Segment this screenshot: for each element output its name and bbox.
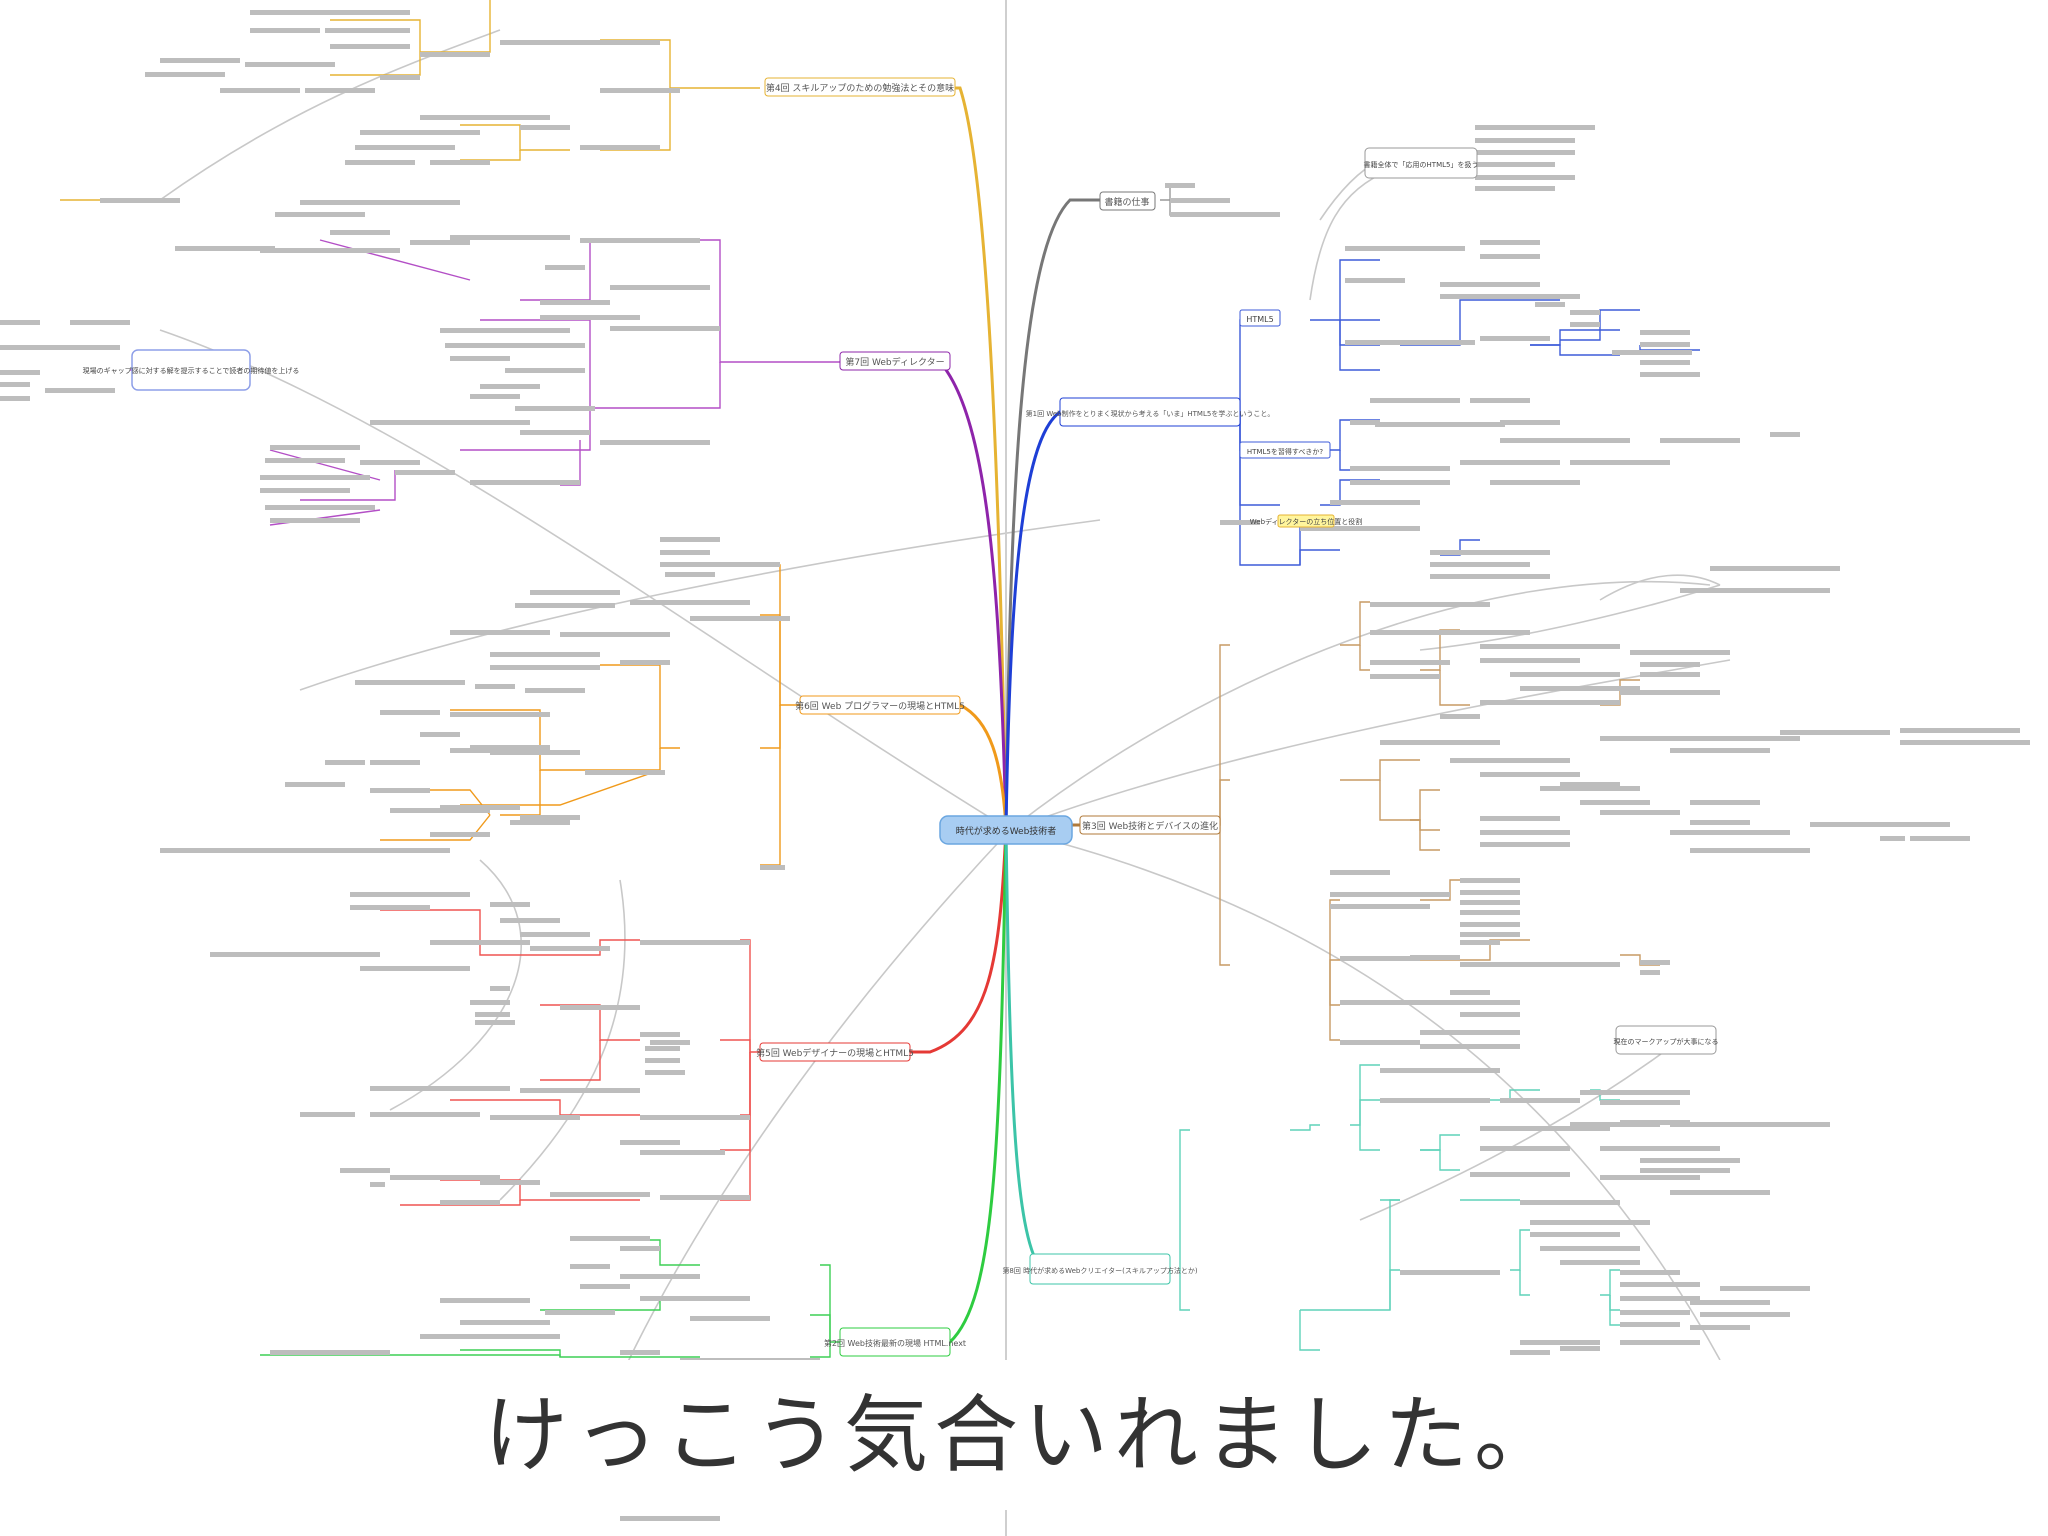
branch-label-red[interactable]: 第5回 Webデザイナーの現場とHTML5 [756,1042,914,1062]
branch-label-brown[interactable]: 第3回 Web技術とデバイスの進化 [1079,815,1221,835]
svg-text:HTML5: HTML5 [1246,315,1273,324]
note-book[interactable]: 書籍全体で「応用のHTML5」を扱う [1364,147,1479,179]
main-branches [905,86,1100,1344]
branch-label-green[interactable]: 第2回 Web技術最新の現場 HTML.next [824,1327,966,1357]
branch-label-yellow[interactable]: 第4回 スキルアップのための勉強法とその意味 [764,77,956,97]
svg-text:HTML5を習得すべきか?: HTML5を習得すべきか? [1247,447,1323,456]
green-subtree [260,1239,840,1358]
teal-subtree [1179,1064,1620,1351]
branch-label-blue[interactable]: 第1回 Web制作をとりまく現状から考える「いま」HTML5を学ぶということ。 [1026,397,1275,427]
svg-text:第3回 Web技術とデバイスの進化: 第3回 Web技術とデバイスの進化 [1082,820,1218,832]
svg-text:第6回 Web プログラマーの現場とHTML5: 第6回 Web プログラマーの現場とHTML5 [795,700,965,712]
svg-text:書籍全体で「応用のHTML5」を扱う: 書籍全体で「応用のHTML5」を扱う [1364,160,1479,169]
svg-text:第2回 Web技術最新の現場 HTML.next: 第2回 Web技術最新の現場 HTML.next [824,1338,966,1348]
note-yellow-highlight[interactable]: Webディレクターの立ち位置と役割 [1250,514,1363,528]
note-markup[interactable]: 現在のマークアップが大事になる [1614,1025,1719,1055]
svg-text:時代が求めるWeb技術者: 時代が求めるWeb技術者 [956,825,1057,837]
slide-caption: けっこう気合いれました。 [0,1360,2048,1510]
root-node[interactable]: 時代が求めるWeb技術者 [939,815,1073,845]
svg-text:現在のマークアップが大事になる: 現在のマークアップが大事になる [1614,1037,1719,1046]
note-html5-learn[interactable]: HTML5を習得すべきか? [1239,441,1331,459]
branch-label-gray[interactable]: 書籍の仕事 [1099,191,1156,211]
svg-text:書籍の仕事: 書籍の仕事 [1104,196,1149,208]
branch-label-purple[interactable]: 第7回 Webディレクター [839,351,951,371]
branch-label-teal[interactable]: 第8回 時代が求めるWebクリエイター(スキルアップ方法とか) [1002,1253,1198,1285]
svg-text:第8回 時代が求めるWebクリエイター(スキルアップ方法とか: 第8回 時代が求めるWebクリエイター(スキルアップ方法とか) [1002,1266,1197,1275]
note-html5[interactable]: HTML5 [1239,309,1281,327]
svg-text:Webディレクターの立ち位置と役割: Webディレクターの立ち位置と役割 [1250,517,1363,526]
red-subtree [380,909,760,1206]
svg-text:第7回 Webディレクター: 第7回 Webディレクター [845,356,944,368]
svg-text:第5回 Webデザイナーの現場とHTML5: 第5回 Webデザイナーの現場とHTML5 [756,1047,914,1059]
svg-text:第1回 Web制作をとりまく現状から考える「いま」HTML5: 第1回 Web制作をとりまく現状から考える「いま」HTML5を学ぶということ。 [1026,409,1275,418]
svg-text:第4回 スキルアップのための勉強法とその意味: 第4回 スキルアップのための勉強法とその意味 [766,82,954,94]
branch-label-orange[interactable]: 第6回 Web プログラマーの現場とHTML5 [795,695,965,715]
leaf-labels [0,10,2030,1521]
note-gap[interactable]: 現場のギャップ感に対する解を提示することで読者の期待値を上げる [83,349,300,391]
svg-text:現場のギャップ感に対する解を提示することで読者の期待値を上げ: 現場のギャップ感に対する解を提示することで読者の期待値を上げる [83,366,300,375]
